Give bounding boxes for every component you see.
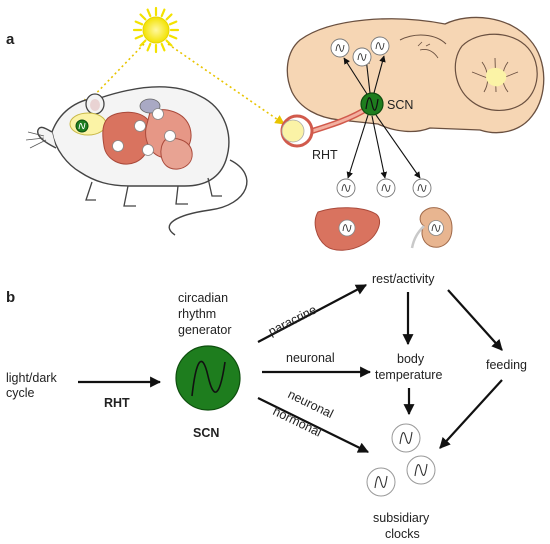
peripheral-oscillators — [336, 178, 432, 198]
input-light-dark-line2: cycle — [6, 386, 35, 400]
kidney-icon — [410, 207, 453, 249]
brain-scn-oscillator — [360, 92, 384, 116]
scn-generator-circle — [175, 345, 241, 411]
panel-b: b light/dark cycle RHT circadian rhythm … — [6, 272, 527, 541]
generator-line1: circadian — [178, 291, 228, 305]
eye-illustration — [280, 105, 370, 148]
clock-oscillator-icon — [391, 423, 421, 453]
mouse-illustration — [25, 86, 248, 236]
panel-b-letter: b — [6, 289, 15, 306]
body-temperature-line1: body — [397, 352, 425, 366]
clock-oscillator-icon — [406, 455, 436, 485]
arrow-paracrine — [257, 284, 367, 343]
subsidiary-clocks-group — [366, 423, 436, 497]
body-temperature-line2: temperature — [375, 368, 442, 382]
rht-label-a: RHT — [312, 148, 338, 162]
generator-line2: rhythm — [178, 307, 216, 321]
rht-label-b: RHT — [104, 396, 130, 410]
mouse-peripheral-oscillator — [112, 108, 176, 156]
rest-activity-label: rest/activity — [372, 272, 435, 286]
sun-icon — [132, 6, 180, 54]
scn-down-arrows — [346, 114, 421, 179]
subsidiary-clocks-line1: subsidiary — [373, 511, 430, 525]
light-ray-to-eye — [167, 43, 285, 125]
input-light-dark-line1: light/dark — [6, 371, 57, 385]
scn-label-a: SCN — [387, 98, 413, 112]
scn-label-b: SCN — [193, 426, 219, 440]
feeding-label: feeding — [486, 358, 527, 372]
brain-sagittal-illustration — [286, 16, 545, 134]
neuronal-label: neuronal — [286, 351, 335, 365]
subsidiary-clocks-line2: clocks — [385, 527, 420, 541]
arrow-neuronal-hormonal — [257, 397, 369, 453]
arrow-feeding-to-clocks — [439, 379, 503, 449]
arrow-rest-to-feeding — [447, 289, 503, 351]
clock-oscillator-icon — [366, 467, 396, 497]
paracrine-label: paracrine — [266, 303, 319, 339]
panel-a-letter: a — [6, 31, 15, 48]
liver-icon — [314, 207, 380, 251]
generator-line3: generator — [178, 323, 232, 337]
mouse-scn-oscillator — [75, 119, 89, 133]
panel-a: a — [6, 6, 545, 251]
cerebellum — [454, 33, 538, 111]
